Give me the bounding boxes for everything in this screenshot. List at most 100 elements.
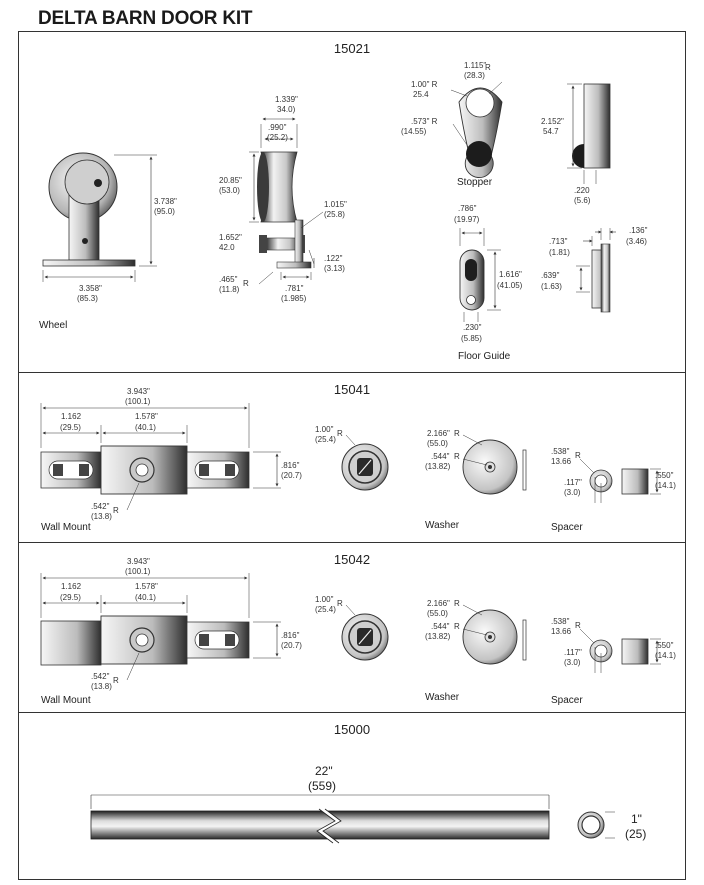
- wm-r-mm: (13.8): [91, 512, 112, 521]
- section-15042: 15042: [18, 543, 686, 713]
- stopper-r2-mm: 25.4: [413, 90, 429, 99]
- roller-base-in: .781": [285, 284, 304, 293]
- wm-r-mm: (13.8): [91, 682, 112, 691]
- wm-r-letter: R: [113, 506, 119, 515]
- rail-dia-mm: (25): [625, 827, 646, 841]
- cap-r-mm: (25.4): [315, 435, 336, 444]
- wm-b-in: 1.578": [135, 582, 158, 591]
- wheel-height-in: 3.738": [154, 197, 177, 206]
- wm-h-in: .816": [281, 631, 300, 640]
- wm-b-in: 1.578": [135, 412, 158, 421]
- spacer-w-mm: (14.1): [655, 481, 676, 490]
- spacer-w-in: .550": [655, 471, 674, 480]
- spacer-w-mm: (14.1): [655, 651, 676, 660]
- washer-r2-letter: R: [454, 452, 460, 461]
- roller-inner-mm: (25.2): [267, 133, 288, 142]
- washer-r2-mm: (13.82): [425, 632, 451, 641]
- rail-drawing: [90, 794, 615, 844]
- washer-label: Washer: [425, 692, 460, 703]
- wm-total-mm: (100.1): [125, 397, 151, 406]
- wall-mount-drawing: [40, 403, 281, 511]
- fg-height-in: 1.616": [499, 270, 522, 279]
- stopper-r3-in: .573" R: [411, 117, 438, 126]
- fg-a-in: .713": [549, 237, 568, 246]
- section-15021: 15021 3: [18, 31, 686, 373]
- wm-total-in: 3.943": [127, 387, 150, 396]
- fg-a-mm: (1.81): [549, 248, 570, 257]
- stopper-t-mm: (5.6): [574, 196, 591, 205]
- roller-h2-mm: 42.0: [219, 243, 235, 252]
- wheel-height-mm: (95.0): [154, 207, 175, 216]
- fg-width-in: .786": [458, 204, 477, 213]
- roller-t-in: .122": [324, 254, 343, 263]
- stopper-t-in: .220: [574, 186, 590, 195]
- roller-drawing: [249, 117, 324, 285]
- stopper-r2-in: 1.00" R: [411, 80, 438, 89]
- spacer-b-mm: (3.0): [564, 658, 581, 667]
- stopper-r3-mm: (14.55): [401, 127, 427, 136]
- wheel-label: Wheel: [39, 320, 67, 331]
- roller-shaft-in: 1.015": [324, 200, 347, 209]
- fg-base-mm: (5.85): [461, 334, 482, 343]
- washer-r1-mm: (55.0): [427, 439, 448, 448]
- roller-dia-mm: (53.0): [219, 186, 240, 195]
- fg-t-in: .136": [629, 226, 648, 235]
- section-15000-drawing: 22" (559) 1" (25): [90, 764, 646, 844]
- section-15000: 15000 22" (559) 1" (25): [18, 713, 686, 880]
- wm-a-in: 1.162: [61, 582, 82, 591]
- section-number: 15042: [333, 552, 371, 567]
- spacer-r-mm: 13.66: [551, 457, 572, 466]
- roller-width-in: 1.339": [275, 95, 298, 104]
- washer-r1-letter: R: [454, 429, 460, 438]
- spacer-b-in: .117": [564, 478, 582, 487]
- wm-b-mm: (40.1): [135, 423, 156, 432]
- fg-height-mm: (41.05): [497, 281, 523, 290]
- roller-base-mm: (1.985): [281, 294, 307, 303]
- wm-r-in: .542": [91, 502, 110, 511]
- roller-r-letter: R: [243, 279, 249, 288]
- spacer-r-letter: R: [575, 621, 581, 630]
- spacer-drawing: [579, 458, 661, 503]
- wm-h-in: .816": [281, 461, 300, 470]
- wall-mount-drawing: [40, 573, 281, 681]
- wm-r-in: .542": [91, 672, 110, 681]
- stopper-r1-in: 1.115": [464, 61, 486, 70]
- cap-drawing: [341, 604, 389, 661]
- wall-mount-label: Wall Mount: [41, 522, 91, 533]
- spacer-b-in: .117": [564, 648, 582, 657]
- washer-r1-in: 2.166": [427, 599, 450, 608]
- page-title: DELTA BARN DOOR KIT: [38, 8, 253, 29]
- floor-guide-label: Floor Guide: [458, 351, 511, 362]
- wall-mount-label: Wall Mount: [41, 695, 91, 706]
- washer-r2-mm: (13.82): [425, 462, 451, 471]
- roller-dia-in: 20.85": [219, 176, 242, 185]
- spacer-r-in: .538": [551, 617, 570, 626]
- wm-b-mm: (40.1): [135, 593, 156, 602]
- stopper-h-mm: 54.7: [543, 127, 559, 136]
- cap-drawing: [341, 434, 389, 491]
- roller-r-mm: (11.8): [219, 285, 240, 294]
- spacer-label: Spacer: [551, 522, 583, 533]
- fg-c-in: .639": [541, 271, 560, 280]
- fg-width-mm: (19.97): [454, 215, 480, 224]
- roller-r-in: .465": [219, 275, 238, 284]
- spacer-b-mm: (3.0): [564, 488, 581, 497]
- fg-t-mm: (3.46): [626, 237, 647, 246]
- wheel-drawing: [42, 152, 157, 282]
- fg-c-mm: (1.63): [541, 282, 562, 291]
- spacer-r-in: .538": [551, 447, 570, 456]
- section-15041: 15041: [18, 373, 686, 543]
- stopper-h-in: 2.152": [541, 117, 564, 126]
- cap-r-letter: R: [337, 599, 343, 608]
- stopper-drawing: [450, 81, 611, 184]
- roller-shaft-mm: (25.8): [324, 210, 345, 219]
- roller-inner-in: .990": [268, 123, 287, 132]
- spacer-drawing: [579, 628, 661, 673]
- wm-h-mm: (20.7): [281, 471, 302, 480]
- washer-r2-in: .544": [431, 622, 450, 631]
- roller-h2-in: 1.652": [219, 233, 242, 242]
- wm-a-mm: (29.5): [60, 423, 81, 432]
- rail-dia-in: 1": [631, 812, 642, 826]
- fg-base-in: .230": [463, 323, 482, 332]
- wm-h-mm: (20.7): [281, 641, 302, 650]
